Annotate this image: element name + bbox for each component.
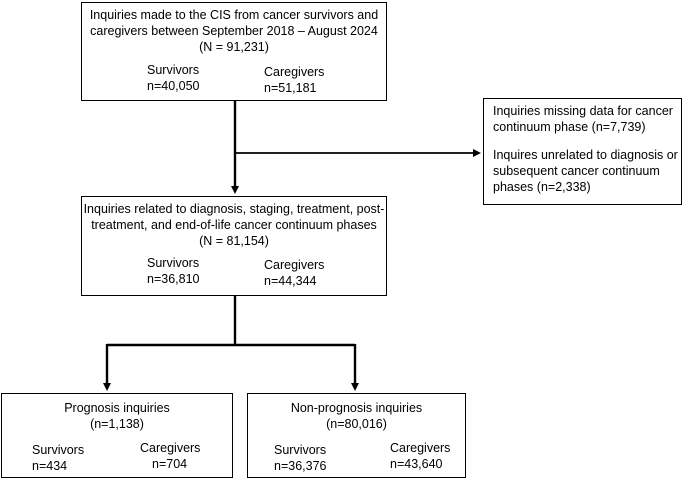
excluded-item2-line3: phases (n=2,338) bbox=[493, 180, 591, 194]
related-count: (N = 81,154) bbox=[199, 234, 269, 248]
nonprognosis-caregivers-count: n=43,640 bbox=[390, 457, 443, 471]
related-inquiries-box: Inquiries related to diagnosis, staging,… bbox=[81, 196, 387, 296]
total-inquiries-box: Inquiries made to the CIS from cancer su… bbox=[81, 2, 387, 101]
total-survivors-count: n=40,050 bbox=[147, 79, 200, 93]
nonprognosis-survivors-count: n=36,376 bbox=[274, 459, 327, 473]
related-title-line2: treatment, and end-of-life cancer contin… bbox=[91, 218, 377, 232]
excluded-item2-line1: Inquires unrelated to diagnosis or bbox=[493, 148, 678, 162]
total-title-line1: Inquiries made to the CIS from cancer su… bbox=[89, 8, 379, 22]
prognosis-survivors-label: Survivors bbox=[32, 443, 85, 457]
prognosis-inquiries-box: Prognosis inquiries (n=1,138) Survivors … bbox=[1, 393, 233, 478]
total-survivors-label: Survivors bbox=[147, 63, 200, 77]
nonprognosis-caregivers-label: Caregivers bbox=[390, 441, 451, 455]
total-count: (N = 91,231) bbox=[199, 40, 269, 54]
related-survivors-count: n=36,810 bbox=[147, 272, 200, 286]
related-caregivers-count: n=44,344 bbox=[264, 274, 317, 288]
prognosis-survivors-count: n=434 bbox=[32, 459, 68, 473]
excluded-item2-line2: subsequent cancer continuum bbox=[493, 164, 660, 178]
prognosis-caregivers-count: n=704 bbox=[152, 457, 188, 471]
prognosis-count: (n=1,138) bbox=[90, 417, 144, 431]
prognosis-caregivers-label: Caregivers bbox=[140, 441, 201, 455]
related-title-line1: Inquiries related to diagnosis, staging,… bbox=[83, 202, 385, 216]
nonprognosis-count: (n=80,016) bbox=[326, 417, 387, 431]
excluded-item1-line2: continuum phase (n=7,739) bbox=[493, 120, 646, 134]
total-caregivers-count: n=51,181 bbox=[264, 81, 317, 95]
total-caregivers-label: Caregivers bbox=[264, 65, 325, 79]
related-caregivers-label: Caregivers bbox=[264, 258, 325, 272]
related-survivors-label: Survivors bbox=[147, 256, 200, 270]
total-title-line2: caregivers between September 2018 – Augu… bbox=[90, 24, 378, 38]
nonprognosis-survivors-label: Survivors bbox=[274, 443, 327, 457]
prognosis-title: Prognosis inquiries bbox=[64, 401, 170, 415]
excluded-item1-line1: Inquiries missing data for cancer bbox=[493, 104, 673, 118]
nonprognosis-inquiries-box: Non-prognosis inquiries (n=80,016) Survi… bbox=[247, 393, 466, 478]
nonprognosis-title: Non-prognosis inquiries bbox=[290, 401, 423, 415]
excluded-inquiries-box: Inquiries missing data for cancer contin… bbox=[483, 98, 682, 205]
